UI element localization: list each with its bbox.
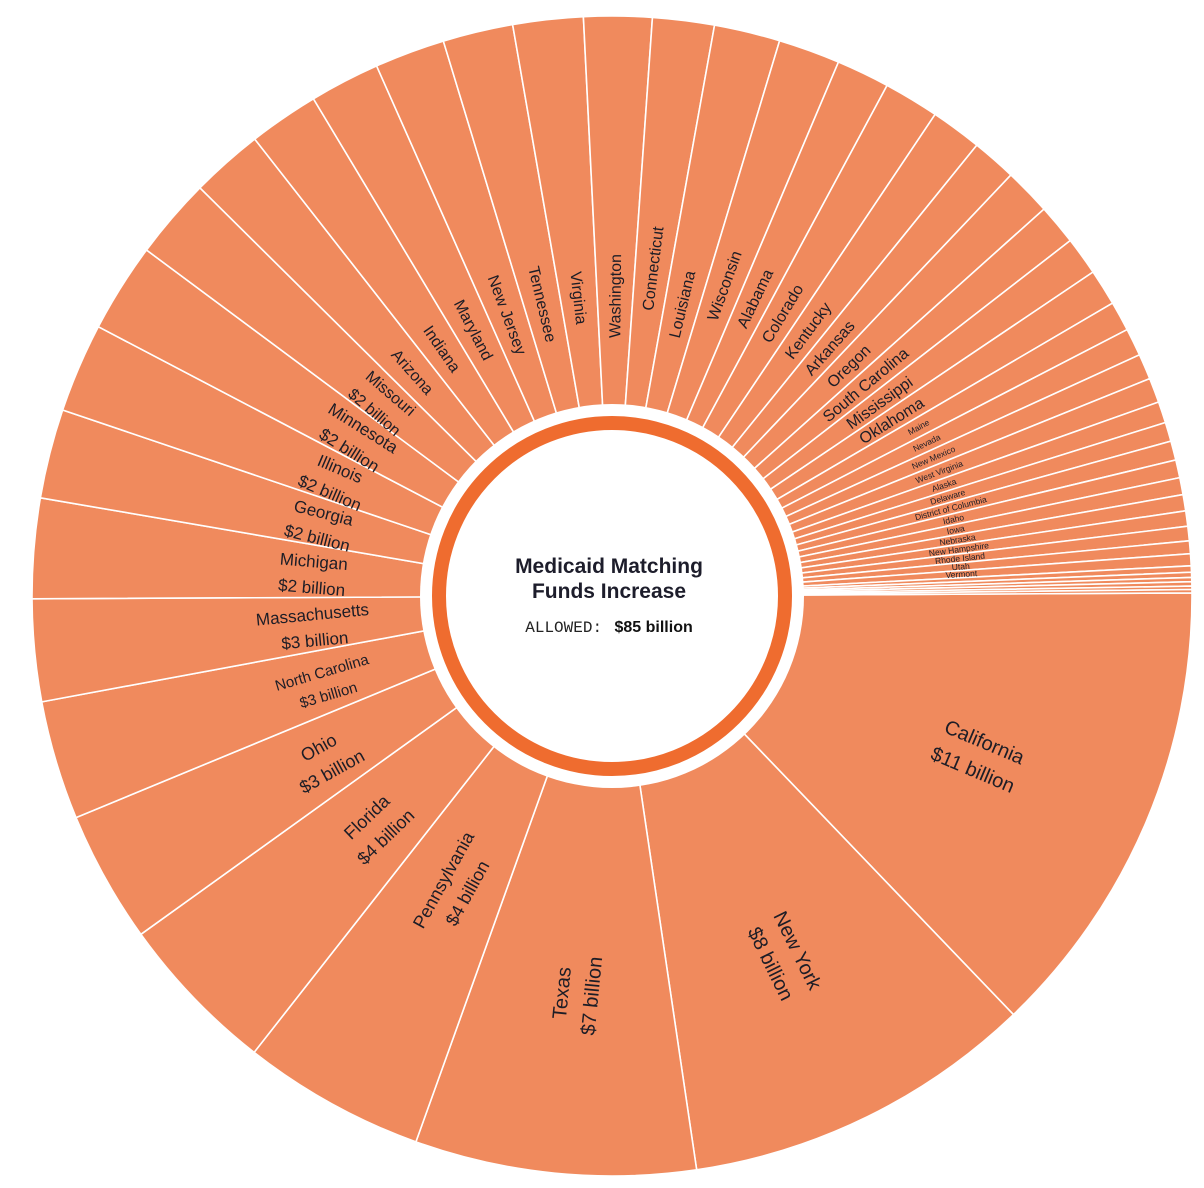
label-virginia: Virginia — [566, 271, 589, 326]
label-name: Washington — [607, 254, 625, 338]
label-vermont: Vermont — [945, 568, 978, 580]
allowed-label: ALLOWED: — [525, 619, 602, 637]
label-utah: Utah — [951, 561, 970, 572]
label-iowa: Iowa — [946, 523, 966, 536]
label-idaho: Idaho — [942, 512, 965, 526]
label-name: Utah — [951, 561, 970, 572]
chart-title-line: Funds Increase — [532, 580, 686, 603]
allowed-value: $85 billion — [615, 619, 693, 636]
label-name: Vermont — [945, 568, 978, 580]
label-name: Virginia — [566, 271, 589, 326]
label-name: Idaho — [942, 512, 965, 526]
chart-title-line: Medicaid Matching — [515, 555, 703, 578]
center-subtitle: ALLOWED: $85 billion — [525, 619, 693, 637]
label-name: Iowa — [946, 523, 966, 536]
label-name: Texas — [549, 966, 576, 1020]
center-ring — [432, 416, 792, 776]
center-disc — [420, 404, 804, 788]
label-washington: Washington — [607, 254, 625, 338]
